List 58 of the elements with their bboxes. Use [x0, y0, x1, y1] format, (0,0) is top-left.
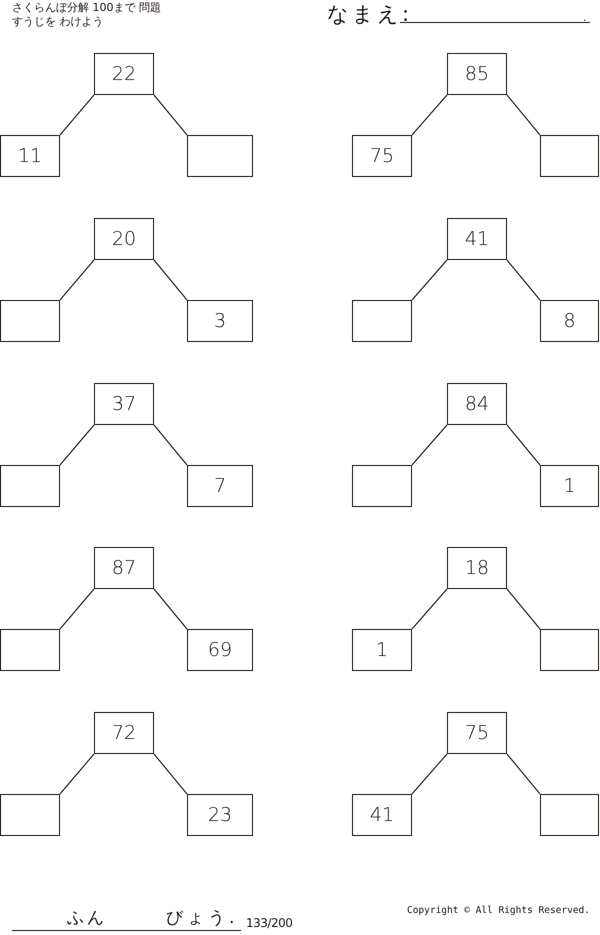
answer-box: [0, 300, 60, 342]
page-number: 133/200: [246, 917, 292, 930]
number-box: 18: [447, 547, 507, 589]
connector-line: [60, 588, 94, 630]
answer-box: [540, 794, 599, 836]
number-box: 85: [447, 53, 507, 95]
answer-box: [0, 465, 60, 507]
number-box: 3: [187, 300, 253, 342]
answer-box: [540, 135, 599, 177]
minutes-label: ふん: [67, 909, 107, 928]
connector-line: [60, 424, 94, 466]
number-box: 1: [352, 629, 412, 671]
number-box: 75: [447, 712, 507, 754]
connector-line: [412, 260, 448, 300]
number-box: 11: [0, 135, 60, 177]
connector-line: [412, 424, 448, 466]
connector-line: [506, 94, 540, 136]
number-box: 87: [94, 547, 154, 589]
name-label: なまえ:: [327, 3, 412, 26]
number-box: 20: [94, 218, 154, 260]
number-box: 23: [187, 794, 253, 836]
connector-line: [60, 94, 94, 136]
number-box: 7: [187, 465, 253, 507]
answer-box: [352, 300, 412, 342]
answer-box: [187, 135, 253, 177]
number-box: 75: [352, 135, 412, 177]
number-box: 84: [447, 383, 507, 425]
connector-line: [412, 754, 448, 794]
number-box: 1: [540, 465, 599, 507]
number-box: 22: [94, 53, 154, 95]
number-box: 8: [540, 300, 599, 342]
number-box: 41: [352, 794, 412, 836]
connector-line: [154, 94, 188, 136]
worksheet-title: さくらんぼ分解 100まで 問題: [12, 2, 161, 14]
connector-line: [506, 588, 540, 630]
number-box: 41: [447, 218, 507, 260]
connector-line: [154, 424, 188, 466]
answer-box: [352, 465, 412, 507]
connector-line: [506, 424, 540, 466]
instruction-text: すうじを わけよう: [12, 16, 104, 28]
connector-line: [506, 754, 540, 794]
connector-line: [506, 260, 540, 300]
number-box: 37: [94, 383, 154, 425]
answer-box: [0, 794, 60, 836]
connector-line: [154, 260, 188, 300]
line-end-dot: .: [583, 12, 586, 24]
connector-line: [60, 260, 94, 300]
answer-box: [540, 629, 599, 671]
answer-box: [0, 629, 60, 671]
connector-line: [154, 754, 188, 794]
copyright-text: Copyright © All Rights Reserved.: [406, 906, 590, 916]
number-box: 69: [187, 629, 253, 671]
connector-line: [60, 754, 94, 794]
connector-line: [412, 94, 448, 136]
connector-line: [412, 588, 448, 630]
number-box: 72: [94, 712, 154, 754]
connector-line: [154, 588, 188, 630]
seconds-label: びょう.: [166, 909, 238, 928]
